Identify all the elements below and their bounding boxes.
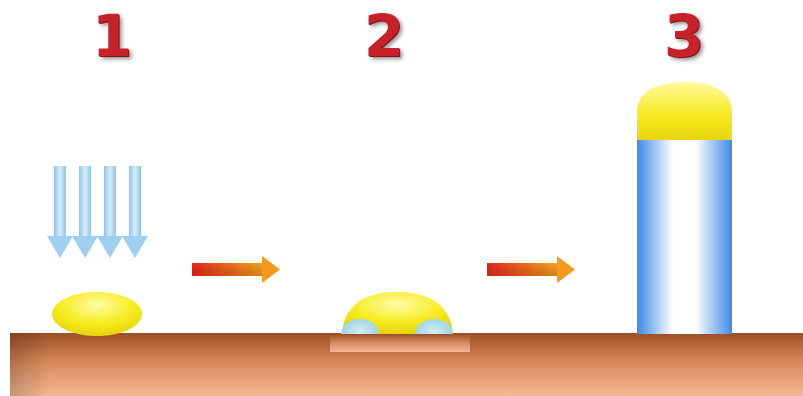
step-number-1: 1: [82, 4, 142, 68]
right-arrow-icon: [487, 256, 575, 283]
droplet-step-2: [330, 292, 470, 352]
step-number-3: 3: [654, 4, 714, 68]
right-arrow-icon: [192, 256, 280, 283]
pillar-step-3: [637, 82, 732, 334]
pillar-cap: [637, 82, 732, 140]
droplet-step-1: [52, 292, 142, 336]
pillar-body: [637, 138, 732, 334]
step-number-2: 2: [354, 4, 414, 68]
down-arrow-icon: [47, 166, 148, 258]
